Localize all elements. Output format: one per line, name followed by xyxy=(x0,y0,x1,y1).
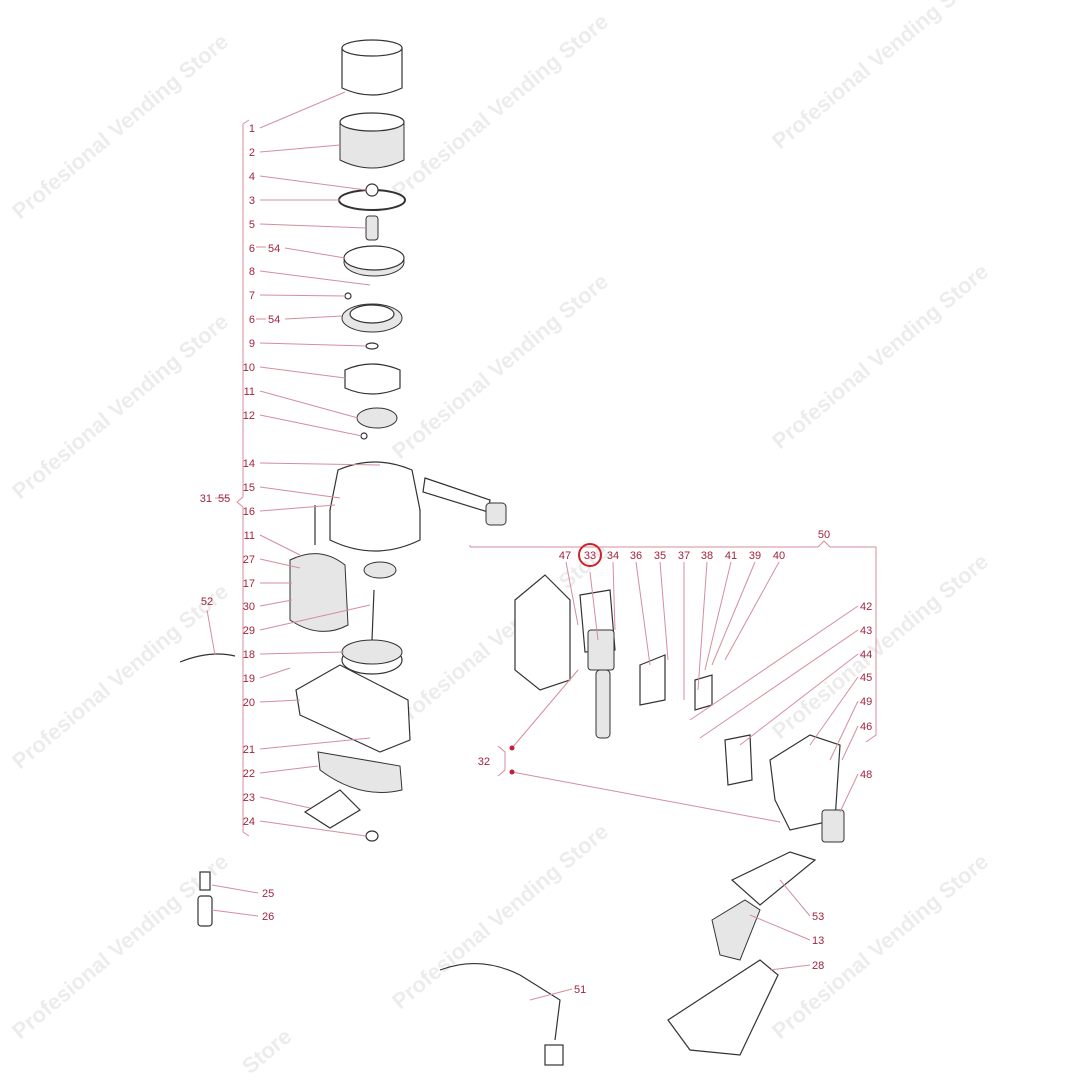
part-label[interactable]: 11 xyxy=(244,530,255,542)
part-label[interactable]: 41 xyxy=(725,550,737,562)
part-label[interactable]: 28 xyxy=(812,960,824,972)
part-label[interactable]: 24 xyxy=(243,816,255,828)
part-label[interactable]: 26 xyxy=(262,911,274,923)
part-label[interactable]: 6 xyxy=(249,243,255,255)
part-label[interactable]: 31 xyxy=(200,493,212,505)
watermarks: Profesional Vending Store Profesional Ve… xyxy=(7,0,993,1079)
leader-lines xyxy=(206,91,859,1001)
part-label[interactable]: 48 xyxy=(860,769,872,781)
part-label[interactable]: 18 xyxy=(243,649,255,661)
part-label[interactable]: 14 xyxy=(243,458,255,470)
part-label[interactable]: 10 xyxy=(243,362,255,374)
callout-dot xyxy=(509,745,515,751)
part-label[interactable]: 2 xyxy=(249,147,255,159)
part-label[interactable]: 19 xyxy=(243,673,255,685)
watermark: Profesional Vending Store xyxy=(767,0,993,154)
right-bracket xyxy=(469,540,877,777)
part-labels: 1 2 4 3 5 6 54 8 7 6 54 9 10 11 12 14 15… xyxy=(200,123,873,996)
part-label[interactable]: 8 xyxy=(249,266,255,278)
part-label[interactable]: 30 xyxy=(243,601,255,613)
watermark: Profesional Vending Store xyxy=(387,9,613,204)
highlight-circle-33 xyxy=(578,543,602,567)
watermark: Profesional Vending Store xyxy=(7,309,233,504)
part-label[interactable]: 45 xyxy=(860,672,872,684)
part-label[interactable]: 38 xyxy=(701,550,713,562)
part-label[interactable]: 17 xyxy=(243,578,255,590)
part-label[interactable]: 16 xyxy=(243,506,255,518)
part-label[interactable]: 33 xyxy=(584,550,596,562)
part-label[interactable]: 20 xyxy=(243,697,255,709)
watermark: Profesional Vending Store xyxy=(7,29,233,224)
part-label[interactable]: 6 xyxy=(249,314,255,326)
part-label[interactable]: 37 xyxy=(678,550,690,562)
part-label[interactable]: 34 xyxy=(607,550,619,562)
part-label[interactable]: 54 xyxy=(268,314,280,326)
part-label[interactable]: 29 xyxy=(243,625,255,637)
part-label[interactable]: 22 xyxy=(243,768,255,780)
doser-parts xyxy=(439,574,845,1066)
part-label[interactable]: 49 xyxy=(860,696,872,708)
part-label[interactable]: 55 xyxy=(218,493,230,505)
part-label[interactable]: 54 xyxy=(268,243,280,255)
part-label[interactable]: 7 xyxy=(249,290,255,302)
part-label[interactable]: 42 xyxy=(860,601,872,613)
watermark: Profesional Vending Store xyxy=(767,849,993,1044)
part-label[interactable]: 43 xyxy=(860,625,872,637)
part-label[interactable]: 39 xyxy=(749,550,761,562)
part-label[interactable]: 9 xyxy=(249,338,255,350)
part-label[interactable]: 36 xyxy=(630,550,642,562)
part-label[interactable]: 40 xyxy=(773,550,785,562)
part-label[interactable]: 32 xyxy=(478,756,490,768)
part-label[interactable]: 4 xyxy=(249,171,255,183)
callout-dot xyxy=(509,769,515,775)
watermark-partial: Store xyxy=(237,1024,296,1079)
part-label[interactable]: 12 xyxy=(243,410,255,422)
part-label[interactable]: 27 xyxy=(243,554,255,566)
part-label[interactable]: 35 xyxy=(654,550,666,562)
watermark: Profesional Vending Store xyxy=(7,579,233,774)
part-label[interactable]: 1 xyxy=(249,123,255,135)
part-label[interactable]: 44 xyxy=(860,649,872,661)
part-label[interactable]: 47 xyxy=(559,550,571,562)
left-bracket xyxy=(215,119,266,837)
part-label[interactable]: 5 xyxy=(249,219,255,231)
part-label[interactable]: 21 xyxy=(243,744,255,756)
watermark: Profesional Vending Store xyxy=(7,849,233,1044)
part-label[interactable]: 3 xyxy=(249,195,255,207)
part-label[interactable]: 25 xyxy=(262,888,274,900)
part-label[interactable]: 23 xyxy=(243,792,255,804)
part-label[interactable]: 15 xyxy=(243,482,255,494)
watermark: Profesional Vending Store xyxy=(767,259,993,454)
part-label[interactable]: 11 xyxy=(244,386,255,398)
part-label[interactable]: 13 xyxy=(812,935,824,947)
part-label[interactable]: 51 xyxy=(574,984,586,996)
part-label[interactable]: 52 xyxy=(201,596,213,608)
watermark: Profesional Vending Store xyxy=(387,539,613,734)
watermark: Profesional Vending Store xyxy=(767,549,993,744)
part-label[interactable]: 46 xyxy=(860,721,872,733)
part-label[interactable]: 53 xyxy=(812,911,824,923)
watermark: Profesional Vending Store xyxy=(387,269,613,464)
part-label[interactable]: 50 xyxy=(818,529,830,541)
grinder-parts xyxy=(179,39,507,927)
